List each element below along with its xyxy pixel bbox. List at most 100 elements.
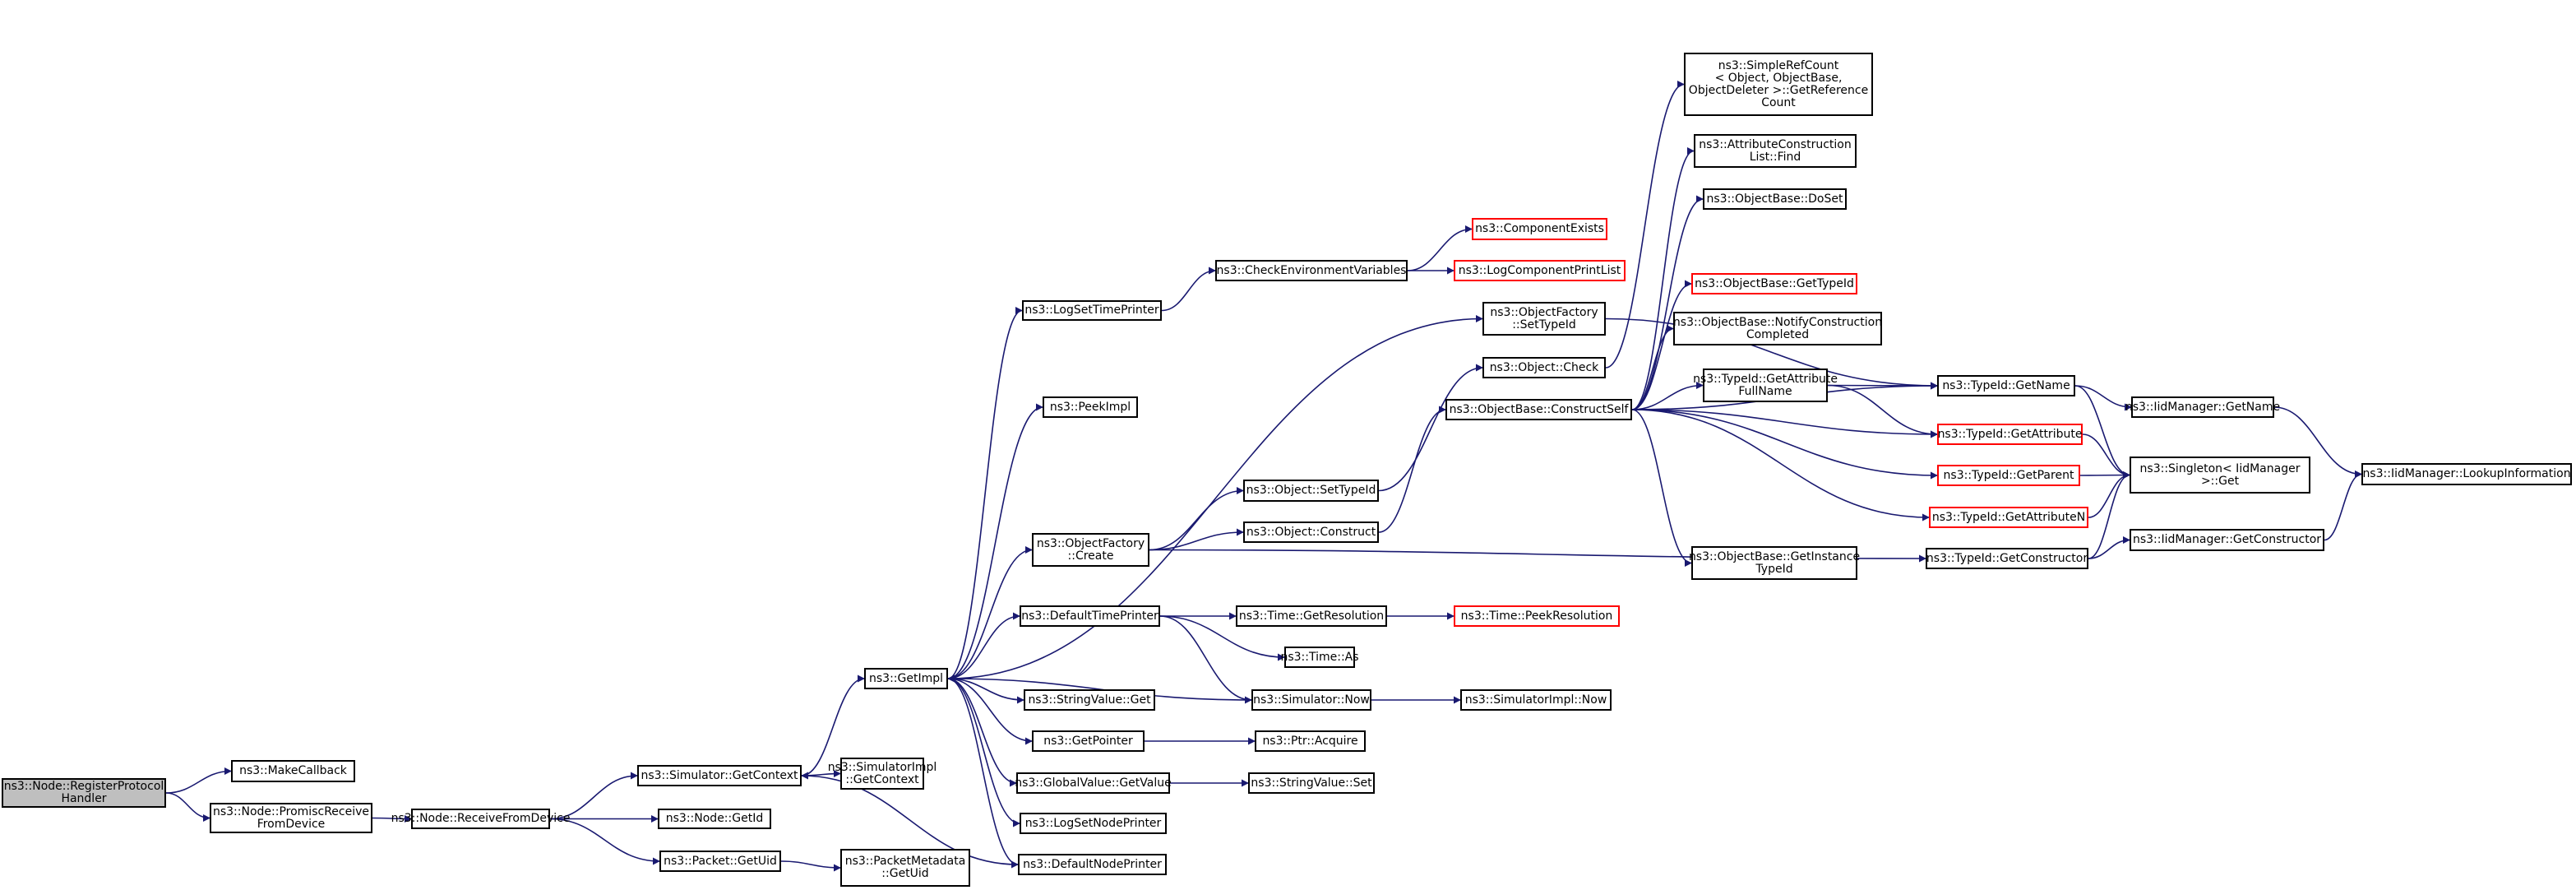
graph-node-label: ns3::StringValue::Get: [1028, 693, 1151, 707]
graph-node-label: ns3::MakeCallback: [239, 764, 347, 777]
graph-node-makecallback[interactable]: ns3::MakeCallback: [231, 760, 355, 782]
graph-node-peekimpl[interactable]: ns3::PeekImpl: [1043, 396, 1138, 418]
graph-node-ofcreate[interactable]: ns3::ObjectFactory::Create: [1032, 533, 1149, 567]
call-edge-constructself-to-obnotify: [1631, 325, 1674, 410]
graph-node-iidgetname[interactable]: ns3::IidManager::GetName: [2125, 396, 2280, 418]
graph-node-label: ns3::TypeId::GetAttributeN: [1931, 510, 2086, 524]
graph-node-label: ns3::Time::As: [1280, 650, 1359, 664]
graph-node-packetgetuid[interactable]: ns3::Packet::GetUid: [659, 851, 781, 872]
graph-node-nodegetid[interactable]: ns3::Node::GetId: [658, 809, 771, 829]
graph-node-typeidgetname[interactable]: ns3::TypeId::GetName: [1937, 375, 2075, 396]
call-edge-constructself-to-typeidgetattribute: [1631, 409, 1938, 438]
graph-node-label: FromDevice: [257, 817, 326, 831]
graph-node-typeidgetattributen[interactable]: ns3::TypeId::GetAttributeN: [1929, 507, 2088, 528]
call-edge-simgetcontext-to-getimpl: [801, 674, 865, 776]
graph-node-label: ns3::TypeId::GetAttribute: [1693, 372, 1838, 386]
graph-node-getresolution[interactable]: ns3::Time::GetResolution: [1236, 605, 1387, 627]
graph-node-label: ns3::Object::SetTypeId: [1246, 484, 1376, 497]
graph-node-label: ns3::Packet::GetUid: [664, 854, 777, 868]
call-edge-defaultnodeprinter-to-simgetcontext: [801, 772, 1019, 865]
graph-node-label: FullName: [1738, 384, 1792, 398]
graph-node-obgettypeid[interactable]: ns3::ObjectBase::GetTypeId: [1691, 273, 1857, 294]
graph-node-defaultnodeprinter[interactable]: ns3::DefaultNodePrinter: [1018, 854, 1167, 875]
graph-node-label: ns3::ObjectBase::DoSet: [1706, 192, 1843, 206]
graph-node-simnow[interactable]: ns3::Simulator::Now: [1251, 689, 1371, 711]
graph-node-objconstruct[interactable]: ns3::Object::Construct: [1243, 521, 1379, 543]
graph-node-label: ns3::Node::PromiscReceive: [212, 804, 370, 818]
graph-node-label: ObjectDeleter >::GetReference: [1688, 83, 1869, 97]
graph-node-label: ns3::LogComponentPrintList: [1458, 263, 1621, 277]
graph-node-defaulttimeprinter[interactable]: ns3::DefaultTimePrinter: [1020, 605, 1160, 627]
graph-node-logcomponentprintlist[interactable]: ns3::LogComponentPrintList: [1454, 260, 1626, 281]
graph-node-constructself[interactable]: ns3::ObjectBase::ConstructSelf: [1445, 399, 1632, 420]
graph-node-logsetnodeprinter[interactable]: ns3::LogSetNodePrinter: [1020, 813, 1167, 834]
graph-node-objsettypeid[interactable]: ns3::Object::SetTypeId: [1243, 480, 1379, 502]
call-edge-getimpl-to-ofcreate: [947, 546, 1033, 679]
graph-node-typeidgetattribute[interactable]: ns3::TypeId::GetAttribute: [1937, 424, 2083, 445]
graph-node-label: ns3::IidManager::LookupInformation: [2362, 467, 2571, 480]
graph-node-label: ns3::Simulator::Now: [1253, 693, 1370, 707]
graph-node-stringvalueset[interactable]: ns3::StringValue::Set: [1248, 772, 1375, 794]
graph-node-label: ns3::SimulatorImpl::Now: [1464, 693, 1607, 707]
graph-node-label: ns3::IidManager::GetName: [2125, 400, 2281, 414]
graph-node-lookupinfo[interactable]: ns3::IidManager::LookupInformation: [2361, 463, 2572, 485]
graph-node-globalvalueget[interactable]: ns3::GlobalValue::GetValue: [1015, 772, 1172, 794]
graph-node-label: ns3::CheckEnvironmentVariables: [1216, 263, 1407, 277]
graph-node-simgetcontext[interactable]: ns3::Simulator::GetContext: [637, 765, 802, 786]
graph-node-peekresolution[interactable]: ns3::Time::PeekResolution: [1454, 605, 1620, 627]
call-edge-typeidgetparent-to-singletonget: [2079, 471, 2130, 480]
graph-node-typeidgetparent[interactable]: ns3::TypeId::GetParent: [1937, 465, 2080, 486]
graph-node-implnow[interactable]: ns3::SimulatorImpl::Now: [1460, 689, 1612, 711]
call-edge-ofcreate-to-objsettypeid: [1149, 487, 1244, 551]
call-edge-getimpl-to-stringvalueget: [947, 678, 1024, 704]
graph-node-iidgetconstructor[interactable]: ns3::IidManager::GetConstructor: [2130, 529, 2324, 551]
graph-node-typeidgetconstructor[interactable]: ns3::TypeId::GetConstructor: [1926, 548, 2088, 569]
graph-node-label: ns3::Time::PeekResolution: [1460, 609, 1613, 623]
call-edge-getimpl-to-getpointer: [947, 678, 1033, 745]
graph-node-label: ns3::ComponentExists: [1475, 222, 1604, 235]
graph-node-label: Handler: [61, 792, 107, 805]
call-edge-defaulttimeprinter-to-timeas: [1159, 615, 1285, 661]
graph-node-label: ::GetContext: [845, 772, 919, 786]
graph-node-componentexists[interactable]: ns3::ComponentExists: [1472, 218, 1607, 240]
graph-node-simplerefcount[interactable]: ns3::SimpleRefCount< Object, ObjectBase,…: [1684, 53, 1873, 116]
graph-node-singletonget[interactable]: ns3::Singleton< IidManager>::Get: [2130, 457, 2310, 494]
graph-node-label: Completed: [1746, 327, 1810, 341]
graph-node-ptracquire[interactable]: ns3::Ptr::Acquire: [1255, 730, 1366, 752]
graph-node-stringvalueget[interactable]: ns3::StringValue::Get: [1024, 689, 1155, 711]
graph-node-label: ns3::GetPointer: [1043, 734, 1133, 748]
graph-node-label: ::Create: [1067, 549, 1114, 563]
graph-node-objcheck[interactable]: ns3::Object::Check: [1482, 357, 1606, 378]
graph-node-label: ns3::ObjectFactory: [1490, 305, 1598, 319]
call-edge-getimpl-to-defaultnodeprinter: [947, 678, 1019, 869]
graph-node-getpointer[interactable]: ns3::GetPointer: [1032, 730, 1145, 752]
graph-node-label: ns3::DefaultNodePrinter: [1023, 857, 1162, 871]
graph-node-label: ns3::ObjectBase::GetInstance: [1688, 549, 1861, 563]
graph-node-ofsettypeid[interactable]: ns3::ObjectFactory::SetTypeId: [1482, 302, 1606, 336]
graph-node-logsettimeprinter[interactable]: ns3::LogSetTimePrinter: [1022, 300, 1162, 321]
graph-node-checkenv[interactable]: ns3::CheckEnvironmentVariables: [1215, 260, 1408, 281]
call-edge-getimpl-to-defaulttimeprinter: [947, 612, 1020, 679]
graph-node-label: ns3::PacketMetadata: [844, 855, 966, 868]
call-edge-objcheck-to-simplerefcount: [1605, 81, 1685, 369]
graph-node-label: ns3::LogSetTimePrinter: [1024, 304, 1159, 317]
graph-node-timeas[interactable]: ns3::Time::As: [1280, 647, 1359, 668]
graph-node-label: < Object, ObjectBase,: [1714, 71, 1843, 85]
call-edge-constructself-to-getattrfullname: [1631, 382, 1704, 410]
graph-node-label: ns3::AttributeConstruction: [1699, 137, 1852, 151]
graph-node-label: ns3::ObjectBase::ConstructSelf: [1449, 402, 1629, 416]
graph-node-label: ns3::Object::Check: [1489, 360, 1599, 374]
graph-node-label: ns3::Simulator::GetContext: [641, 768, 798, 782]
graph-node-obdoset[interactable]: ns3::ObjectBase::DoSet: [1703, 188, 1847, 210]
graph-node-implgetcontext[interactable]: ns3::SimulatorImpl::GetContext: [828, 758, 937, 790]
graph-node-metagetuid[interactable]: ns3::PacketMetadata::GetUid: [840, 849, 970, 887]
graph-node-getimpl[interactable]: ns3::GetImpl: [864, 668, 948, 689]
graph-node-label: ns3::IidManager::GetConstructor: [2132, 533, 2322, 546]
call-edge-typeidgetconstructor-to-singletonget: [2088, 471, 2130, 559]
graph-node-receive[interactable]: ns3::Node::ReceiveFromDevice: [391, 809, 570, 829]
